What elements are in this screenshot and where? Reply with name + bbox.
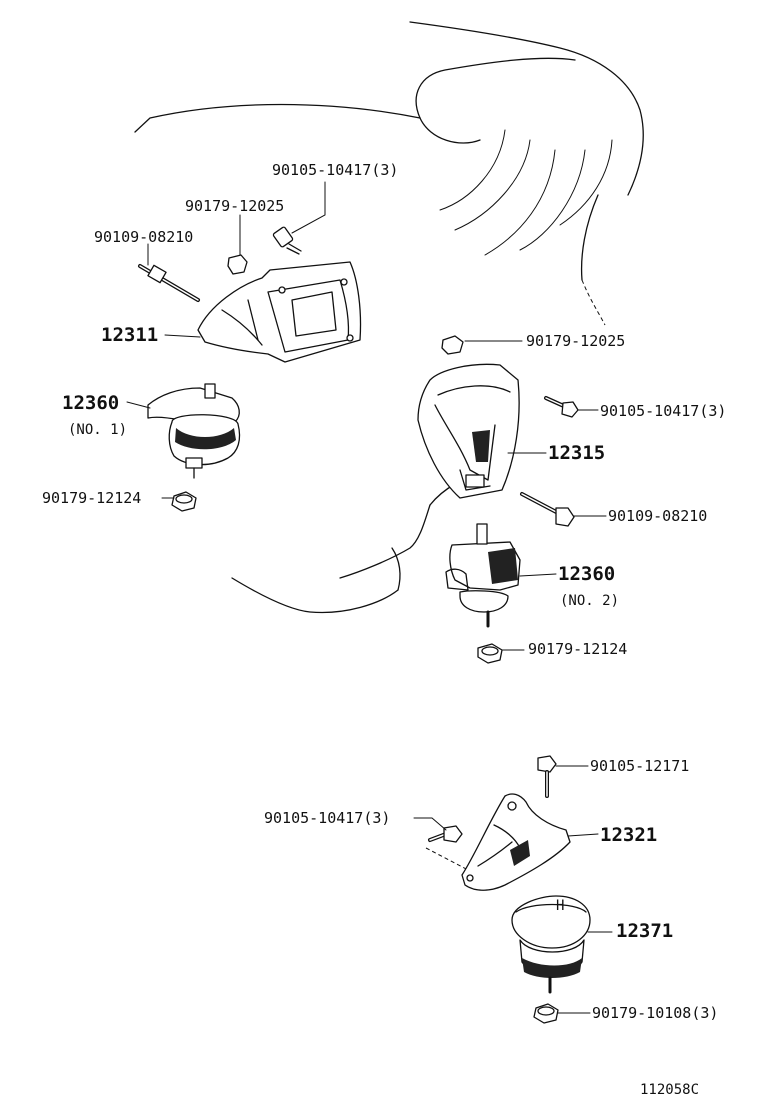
- bolt-rear-top-icon: [537, 755, 557, 798]
- engine-outline: [134, 21, 644, 614]
- mount-no2-icon: [445, 523, 521, 628]
- stud-top-left-icon: [138, 264, 200, 302]
- label-nut-right-top: 90179-12025: [526, 332, 625, 350]
- label-bolt-top-left: 90105-10417(3): [272, 161, 398, 179]
- mount-no1-icon: [147, 383, 241, 479]
- label-bracket-right: 12315: [548, 442, 605, 464]
- label-bracket-rear: 12321: [600, 824, 657, 846]
- label-mount-no1-note: (NO. 1): [68, 422, 127, 438]
- label-nut-right-lower: 90179-12124: [528, 640, 627, 658]
- label-bracket-left: 12311: [101, 324, 158, 346]
- label-bolt-right: 90105-10417(3): [600, 402, 726, 420]
- bracket-right-icon: [417, 363, 520, 499]
- nut-right-lower-icon: [477, 643, 503, 664]
- stud-right-icon: [520, 492, 575, 527]
- label-mount-no2-note: (NO. 2): [560, 593, 619, 609]
- label-stud-right: 90109-08210: [608, 507, 707, 525]
- label-nut-left-lower: 90179-12124: [42, 489, 141, 507]
- reference-code: 112058C: [640, 1082, 699, 1098]
- label-mount-rear: 12371: [616, 920, 673, 942]
- label-bolt-rear-top: 90105-12171: [590, 757, 689, 775]
- nut-right-top-icon: [441, 335, 464, 355]
- leader-lines: [126, 181, 613, 1014]
- bracket-left-icon: [197, 261, 362, 363]
- nut-left-lower-icon: [171, 491, 197, 512]
- label-mount-no2: 12360: [558, 563, 615, 585]
- svg-text:H: H: [556, 898, 564, 914]
- nut-rear-icon: [533, 1003, 559, 1024]
- label-nut-rear: 90179-10108(3): [592, 1004, 718, 1022]
- bracket-rear-icon: [461, 793, 571, 891]
- bolt-right-icon: [544, 396, 579, 418]
- label-mount-no1: 12360: [62, 392, 119, 414]
- mount-rear-icon: H: [511, 895, 591, 994]
- label-nut-top-left: 90179-12025: [185, 197, 284, 215]
- nut-top-left-icon: [227, 254, 248, 275]
- label-bolt-rear-left: 90105-10417(3): [264, 809, 390, 827]
- bolt-rear-left-icon: [425, 825, 469, 871]
- bolt-top-left-icon: [272, 226, 302, 255]
- label-stud-top-left: 90109-08210: [94, 228, 193, 246]
